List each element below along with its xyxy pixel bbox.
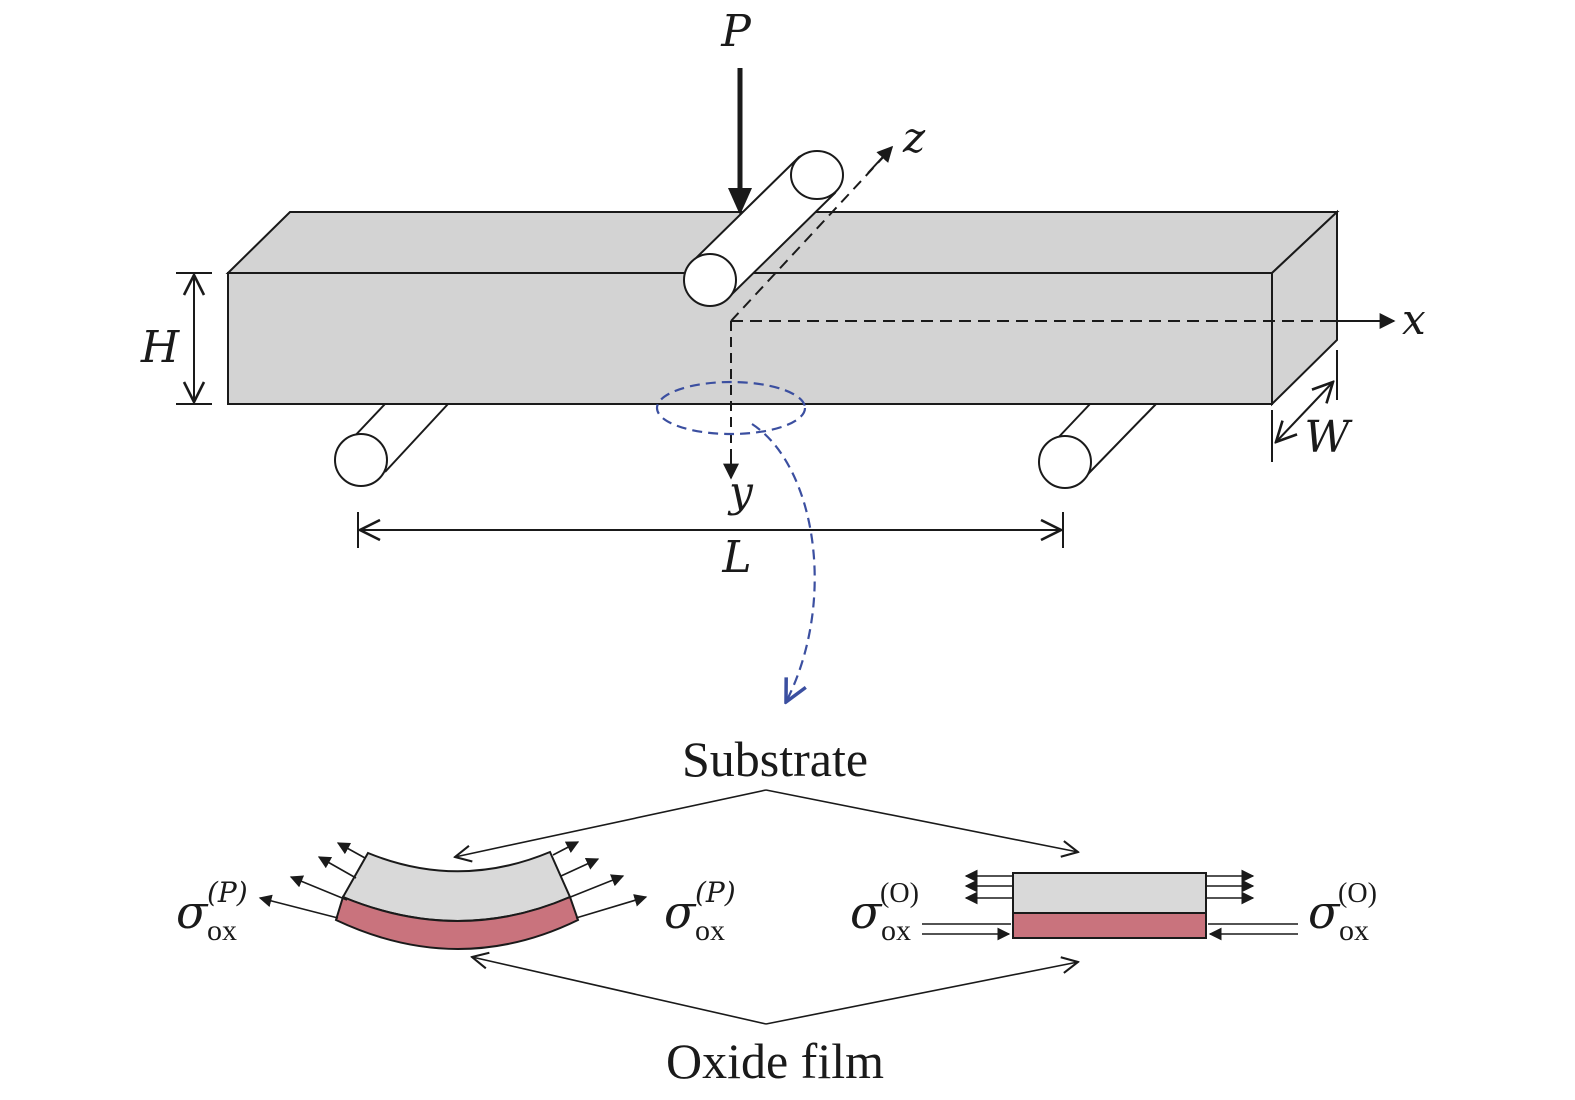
substrate-label: Substrate (682, 731, 868, 787)
width-label: W (1304, 412, 1353, 463)
loading-roller (683, 150, 844, 307)
flat-oxide-layer (1012, 912, 1207, 939)
svg-text:(O): (O) (880, 878, 919, 909)
detail-callout (655, 380, 816, 702)
substrate-leaders (455, 789, 1078, 857)
detail-leader (751, 423, 816, 702)
svg-text:(P): (P) (695, 876, 736, 909)
support-roller-left (334, 403, 449, 487)
svg-text:σ: σ (664, 885, 697, 939)
load-label: P (720, 6, 752, 57)
flat-specimen (1012, 872, 1207, 939)
svg-text:(P): (P) (207, 876, 248, 909)
span-label: L (721, 532, 751, 583)
svg-text:σ: σ (850, 885, 883, 939)
support-roller-right (1038, 403, 1157, 489)
z-axis-label: z (902, 113, 926, 162)
bent-oxide-layer (334, 895, 580, 950)
oxidation-stress-label-right: σ ox (O) (1308, 878, 1377, 947)
oxidation-stress-arrows-oxide (922, 923, 1298, 941)
oxide-film-label: Oxide film (666, 1033, 884, 1089)
height-label: H (140, 322, 181, 373)
svg-text:σ: σ (1308, 885, 1341, 939)
bending-stress-arrows-left (258, 842, 366, 919)
svg-text:σ: σ (176, 885, 209, 939)
x-axis-label: x (1402, 295, 1426, 344)
y-axis-label: y (727, 467, 754, 516)
span-dimension (357, 512, 1064, 548)
oxidation-stress-arrows-substrate (964, 869, 1255, 905)
height-dimension (176, 272, 212, 405)
svg-text:ox: ox (1339, 914, 1369, 947)
bending-stress-arrows-right (552, 841, 648, 919)
bending-stress-label-right: σ ox (P) (664, 876, 736, 947)
oxidation-stress-label-left: σ ox (O) (850, 878, 919, 947)
flat-substrate-layer (1012, 872, 1207, 914)
z-axis-tip (867, 145, 894, 174)
detail-ellipse (655, 380, 807, 436)
beam-front-face (227, 272, 1273, 405)
svg-text:ox: ox (207, 914, 237, 947)
svg-text:ox: ox (881, 914, 911, 947)
svg-text:ox: ox (695, 914, 725, 947)
bending-stress-label-left: σ ox (P) (176, 876, 248, 947)
load-arrow (728, 68, 752, 215)
coordinate-axes (723, 145, 1396, 480)
oxide-film-leaders (472, 957, 1078, 1025)
svg-text:(O): (O) (1338, 878, 1377, 909)
bent-specimen (334, 850, 580, 950)
z-axis (730, 151, 889, 322)
width-dimension (1271, 350, 1338, 462)
beam (225, 209, 1340, 407)
